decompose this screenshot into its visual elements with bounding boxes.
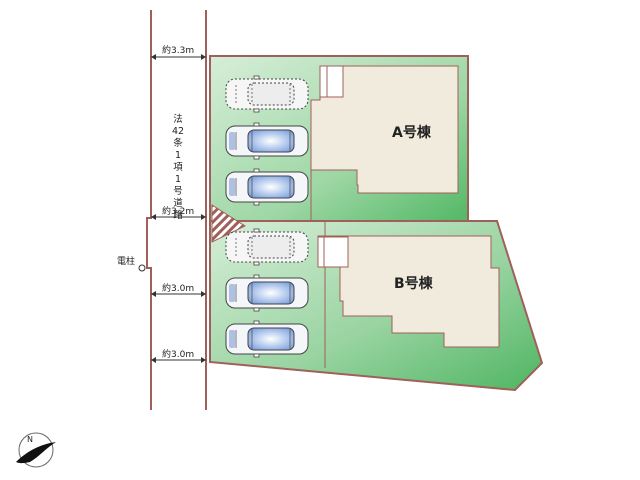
parked-car-icon <box>225 75 309 113</box>
road-label-char: 道 <box>173 197 183 209</box>
road-label: 法 42 条 1 項 1 号 道 路 <box>172 113 184 221</box>
road-label-char: 法 <box>173 113 183 125</box>
road-label-char: 1 <box>175 174 181 185</box>
dimension-label: 約3.3m <box>162 44 194 56</box>
parked-car-icon <box>225 168 309 206</box>
dimension-label-bgs <box>160 44 198 359</box>
parked-car-icon <box>225 274 309 312</box>
dimension-label: 約3.0m <box>162 348 194 360</box>
compass-icon: N <box>16 432 56 468</box>
parked-car-icon <box>225 122 309 160</box>
pole-label: 電柱 <box>117 255 135 267</box>
dimension-lines <box>151 56 206 361</box>
building-a-label: A号棟 <box>392 124 432 141</box>
building-a: A号棟 <box>310 65 459 194</box>
utility-pole: 電柱 <box>117 255 146 272</box>
dimension-arrows <box>151 54 206 363</box>
dimension-label: 約3.0m <box>162 282 194 294</box>
road-label-char: 路 <box>173 209 183 221</box>
parking-cars <box>225 75 309 358</box>
hatched-corner <box>211 204 247 243</box>
road-label-char: 1 <box>175 150 181 161</box>
dimension-label: 約3.2m <box>162 205 194 217</box>
road-label-char: 条 <box>173 137 183 149</box>
compass-north-label: N <box>27 435 33 444</box>
road-label-char: 項 <box>173 162 183 173</box>
building-b-label: B号棟 <box>394 275 434 292</box>
pole-icon <box>138 264 146 272</box>
road-boundaries <box>146 10 207 410</box>
building-b: B号棟 <box>317 235 500 348</box>
parked-car-icon <box>225 320 309 358</box>
road-label-char: 42 <box>172 126 184 137</box>
parked-car-icon <box>225 228 309 266</box>
road-label-char: 号 <box>173 186 183 197</box>
